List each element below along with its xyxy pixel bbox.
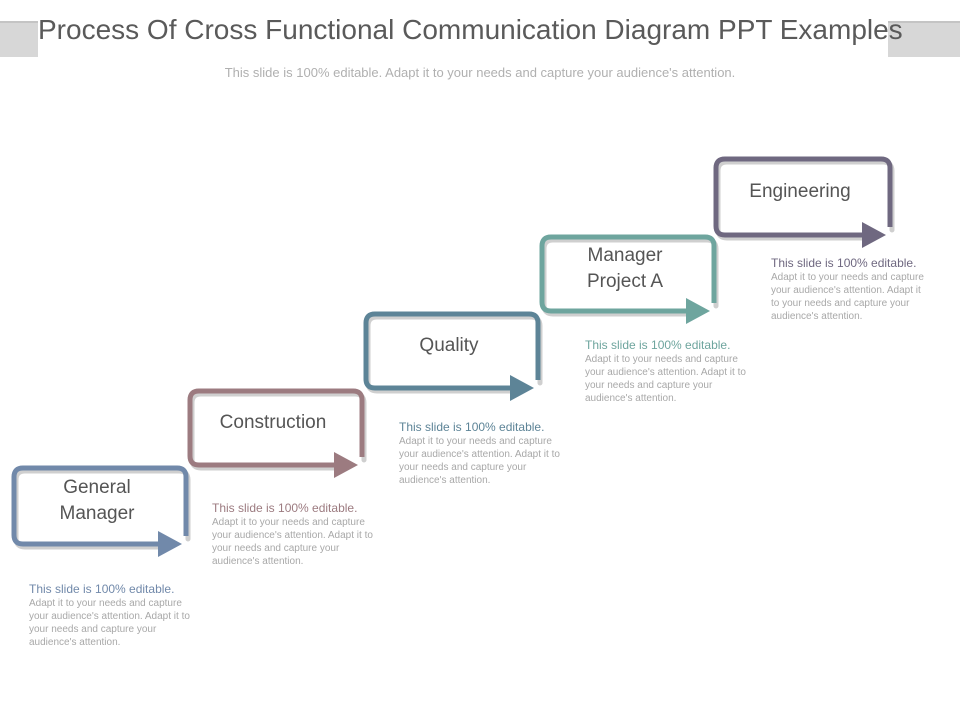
description-line: audience's attention. bbox=[399, 475, 491, 486]
description-line: your audience's attention. Adapt it to bbox=[212, 530, 373, 541]
step-1-box bbox=[11, 465, 189, 547]
description-line: your needs and capture your bbox=[399, 462, 527, 473]
description-line: your audience's attention. Adapt it bbox=[771, 285, 921, 296]
step-4-box bbox=[539, 234, 717, 314]
header-bar-right bbox=[888, 21, 960, 57]
step-label-line: Manager bbox=[587, 245, 663, 266]
step-label-line: Quality bbox=[419, 335, 479, 356]
description-line: Adapt it to your needs and capture bbox=[212, 517, 365, 528]
description-line: your needs and capture your bbox=[29, 624, 157, 635]
description-line: your needs and capture your bbox=[212, 543, 340, 554]
description-heading: This slide is 100% editable. bbox=[29, 582, 175, 596]
description-line: your audience's attention. Adapt it to bbox=[29, 611, 190, 622]
step-label-line: Project A bbox=[586, 271, 664, 292]
step-2-box bbox=[187, 388, 365, 468]
slide-title: Process Of Cross Functional Communicatio… bbox=[38, 14, 903, 45]
description-line: Adapt it to your needs and capture bbox=[29, 598, 182, 609]
step-2-label: Construction bbox=[194, 410, 352, 436]
description-line: your audience's attention. Adapt it to bbox=[399, 449, 560, 460]
description-heading: This slide is 100% editable. bbox=[399, 420, 545, 434]
step-label-line: Engineering bbox=[749, 181, 851, 202]
step-2-arrow-head bbox=[334, 452, 358, 478]
step-5-label: Engineering bbox=[720, 179, 880, 205]
step-label-line: Manager bbox=[59, 503, 135, 524]
step-5-arrow-head bbox=[862, 222, 886, 248]
description-line: audience's attention. bbox=[212, 556, 304, 567]
description-line: audience's attention. bbox=[585, 393, 677, 404]
description-line: audience's attention. bbox=[771, 311, 863, 322]
step-4-shape bbox=[539, 234, 719, 324]
step-3-box bbox=[363, 311, 541, 391]
description-line: your audience's attention. Adapt it to bbox=[585, 367, 746, 378]
step-5-shape bbox=[713, 156, 895, 248]
step-1-description: This slide is 100% editable. Adapt it to … bbox=[29, 583, 209, 649]
description-heading: This slide is 100% editable. bbox=[771, 256, 917, 270]
description-line: to your needs and capture your bbox=[771, 298, 910, 309]
step-1-arrow-head bbox=[158, 531, 182, 557]
step-1-shape bbox=[11, 465, 191, 557]
description-line: Adapt it to your needs and capture bbox=[585, 354, 738, 365]
step-4-arrow-head bbox=[686, 298, 710, 324]
description-line: Adapt it to your needs and capture bbox=[771, 272, 924, 283]
header-bar-right-line bbox=[888, 21, 960, 23]
step-3-label: Quality bbox=[370, 333, 528, 359]
description-line: Adapt it to your needs and capture bbox=[399, 436, 552, 447]
step-3-arrow-head bbox=[510, 375, 534, 401]
step-5-description: This slide is 100% editable. Adapt it to … bbox=[771, 257, 951, 323]
step-3-shape bbox=[363, 311, 543, 401]
step-2-description: This slide is 100% editable. Adapt it to … bbox=[212, 502, 392, 568]
header-bar-left bbox=[0, 21, 38, 57]
description-line: audience's attention. bbox=[29, 637, 121, 648]
step-5-box bbox=[713, 156, 893, 238]
step-label-line: Construction bbox=[219, 412, 327, 433]
slide-subtitle: This slide is 100% editable. Adapt it to… bbox=[224, 65, 736, 80]
description-heading: This slide is 100% editable. bbox=[585, 338, 731, 352]
header-bar-left-line bbox=[0, 21, 38, 23]
description-line: your needs and capture your bbox=[585, 380, 713, 391]
step-label-line: General bbox=[63, 477, 131, 498]
description-heading: This slide is 100% editable. bbox=[212, 501, 358, 515]
step-4-description: This slide is 100% editable. Adapt it to … bbox=[585, 339, 765, 405]
step-2-shape bbox=[187, 388, 367, 478]
step-3-description: This slide is 100% editable. Adapt it to … bbox=[399, 421, 579, 487]
